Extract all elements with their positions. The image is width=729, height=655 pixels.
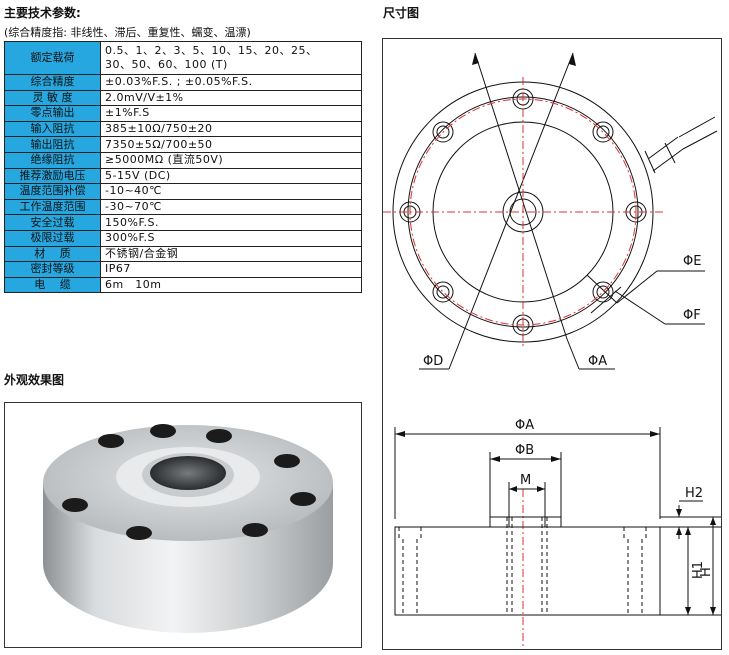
arrowhead <box>472 53 479 65</box>
arrowhead <box>650 431 660 437</box>
dimensions-heading: 尺寸图 <box>383 6 420 20</box>
arrowhead <box>710 607 716 615</box>
spec-label: 温度范围补偿 <box>4 183 101 200</box>
spec-label: 密封等级 <box>4 261 101 278</box>
phi-a-leader <box>474 52 568 340</box>
arrowhead <box>676 527 682 535</box>
mount-hole <box>98 434 124 448</box>
spec-label: 灵 敏 度 <box>4 89 101 107</box>
spec-label: 材 质 <box>4 245 101 263</box>
arrowhead <box>676 509 682 517</box>
specs-heading: 主要技术参数: <box>4 6 81 20</box>
appearance-heading: 外观效果图 <box>4 373 65 387</box>
spec-table: 额定载荷 0.5、1、2、3、5、10、15、20、25、 30、50、60、1… <box>4 41 362 294</box>
h2-label: H2 <box>685 486 703 501</box>
arrowhead <box>509 486 517 492</box>
spec-label: 输出阻抗 <box>4 136 101 153</box>
spec-label: 电 缆 <box>4 276 101 294</box>
arrowhead <box>490 456 500 462</box>
phi-e-label: ΦE <box>683 254 701 269</box>
phi-e-leader <box>586 274 618 304</box>
mount-hole <box>150 424 176 438</box>
spec-value-line: 30、50、60、100 (T) <box>105 58 228 71</box>
spec-value: IP67 <box>100 261 362 278</box>
mount-hole <box>290 492 316 506</box>
table-row: 综合精度±0.03%F.S. ; ±0.05%F.S. <box>4 74 362 91</box>
spec-label: 综合精度 <box>4 74 101 91</box>
spec-label: 额定载荷 <box>4 41 101 75</box>
table-row: 材 质不锈钢/合金钢 <box>4 245 362 263</box>
table-row: 工作温度范围-30~70℃ <box>4 198 362 216</box>
table-row: 温度范围补偿-10~40℃ <box>4 183 362 200</box>
spec-value: ≥5000MΩ (直流50V) <box>100 151 362 169</box>
arrowhead <box>551 456 561 462</box>
phi-d-label: ΦD <box>423 354 443 369</box>
arrowhead <box>395 431 405 437</box>
spec-label: 推荐激励电压 <box>4 167 101 185</box>
spec-value: -30~70℃ <box>100 198 362 216</box>
mount-hole <box>242 523 268 537</box>
spec-value: ±0.03%F.S. ; ±0.05%F.S. <box>100 74 362 91</box>
table-row: 绝缘阻抗≥5000MΩ (直流50V) <box>4 151 362 169</box>
hub-profile <box>489 516 562 528</box>
phi-a-label-top: ΦA <box>588 354 607 369</box>
spec-value: 385±10Ω/750±20 <box>100 120 362 138</box>
phi-e-leader2 <box>616 270 658 304</box>
table-row: 额定载荷 0.5、1、2、3、5、10、15、20、25、 30、50、60、1… <box>4 41 362 75</box>
mount-hole <box>206 429 232 443</box>
load-cell-illustration <box>43 424 333 633</box>
mount-hole <box>62 498 88 512</box>
spec-value: 6m 10m <box>100 276 362 294</box>
dimension-drawing: ΦE ΦF ΦD ΦA ΦA ΦB M H2 H1 H <box>382 38 722 650</box>
arrowhead <box>685 527 691 535</box>
spec-label: 工作温度范围 <box>4 198 101 216</box>
h1-label: H1 <box>691 561 706 579</box>
dimension-svg: ΦE ΦF ΦD ΦA ΦA ΦB M H2 H1 H <box>383 52 721 649</box>
m-label: M <box>520 473 531 488</box>
phi-b-label: ΦB <box>515 443 534 458</box>
spec-label: 绝缘阻抗 <box>4 151 101 169</box>
table-row: 零点输出±1%F.S <box>4 105 362 122</box>
phi-a-leader-tail <box>566 338 580 370</box>
arrowhead <box>537 486 545 492</box>
spec-value: -10~40℃ <box>100 183 362 200</box>
phi-f-leader2 <box>614 290 666 325</box>
spec-value: 300%F.S <box>100 229 362 247</box>
mount-hole <box>126 526 152 540</box>
spec-label: 极限过载 <box>4 229 101 247</box>
spec-value: ±1%F.S <box>100 105 362 122</box>
cable <box>644 136 684 174</box>
spec-label: 安全过载 <box>4 214 101 231</box>
mount-hole <box>274 454 300 468</box>
spec-value: 7350±5Ω/700±50 <box>100 136 362 153</box>
spec-label: 输入阻抗 <box>4 120 101 138</box>
product-photo <box>4 402 362 648</box>
h-label: H <box>699 567 714 577</box>
arrowhead <box>710 517 716 525</box>
spec-value-line: 0.5、1、2、3、5、10、15、20、25、 <box>105 44 318 57</box>
spec-value: 150%F.S. <box>100 214 362 231</box>
spec-value: 2.0mV/V±1% <box>100 89 362 107</box>
spec-value: 0.5、1、2、3、5、10、15、20、25、 30、50、60、100 (T… <box>100 41 362 75</box>
body-profile <box>394 526 661 616</box>
arrowhead <box>569 53 576 66</box>
spec-value: 5-15V (DC) <box>100 167 362 185</box>
arrowhead <box>685 607 691 615</box>
cable-wire <box>678 116 718 150</box>
phi-f-label: ΦF <box>683 308 701 323</box>
spec-label: 零点输出 <box>4 105 101 122</box>
phi-a-label-side: ΦA <box>515 418 534 433</box>
center-bore <box>150 456 226 490</box>
spec-value: 不锈钢/合金钢 <box>100 245 362 263</box>
phi-d-leader <box>448 52 574 370</box>
accuracy-note: (综合精度指: 非线性、滞后、重复性、蠕变、温漂) <box>4 26 251 39</box>
